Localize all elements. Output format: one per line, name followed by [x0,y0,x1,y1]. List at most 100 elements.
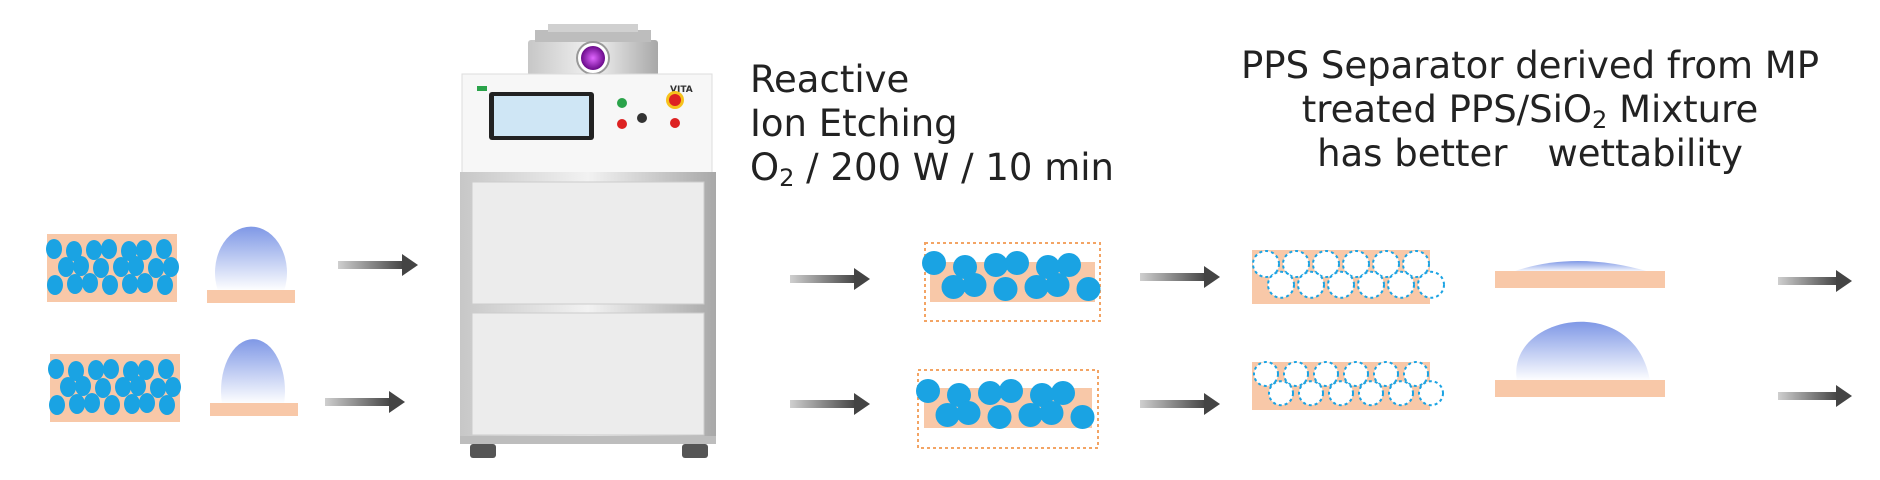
pore-icon [1253,361,1279,387]
result-line-1: PPS Separator derived from MP [1240,44,1820,87]
pore-icon [1387,270,1415,299]
particle-icon [124,394,140,414]
particle-icon [130,376,146,396]
particle-icon [1030,383,1054,407]
particle-icon [68,361,84,381]
substrate-icon [207,290,295,303]
particle-icon [1045,273,1070,297]
particle-icon [984,253,1008,277]
arrow-icon [790,268,870,290]
particle-icon [159,395,175,415]
result-line-3a: has better [1317,132,1508,175]
particle-icon [95,378,111,398]
porous-separator-top [1252,250,1445,304]
particle-icon [73,256,89,276]
particle-icon [953,255,977,279]
pore-icon [1298,380,1324,407]
particle-icon [1036,255,1060,279]
particle-icon [88,360,104,380]
particle-icon [58,257,74,277]
particle-icon [1005,251,1029,275]
particle-icon [922,251,946,275]
droplet-icon [210,339,298,416]
pore-icon [1297,270,1325,299]
particle-icon [103,359,119,379]
particle-icon [987,405,1012,429]
result-caption: PPS Separator derived from MP treated PP… [1170,44,1880,176]
substrate-icon [1495,380,1665,397]
particle-icon [1070,405,1095,429]
particle-icon [956,401,981,425]
pore-icon [1313,361,1339,387]
pore-icon [1373,361,1399,387]
arrow-icon [338,254,418,276]
particle-icon [1024,275,1049,299]
pore-icon [1342,250,1370,278]
pore-icon [1312,250,1340,278]
pore-icon [1417,270,1445,299]
pore-icon [1403,361,1429,387]
result-line-2a: treated PPS/SiO [1301,88,1593,131]
particle-icon [962,273,987,297]
arrow-icon [325,391,405,413]
particle-icon [102,275,118,295]
etched-composite-bottom [916,369,1099,449]
particle-icon [993,277,1018,301]
particle-icon [66,241,82,261]
arrow-icon [1140,266,1220,288]
droplet-icon [1495,321,1665,397]
particle-icon [916,379,940,403]
pore-icon [1358,380,1384,407]
particle-icon [48,359,64,379]
pore-icon [1328,380,1354,407]
particle-icon [67,274,83,294]
particle-icon [148,258,164,278]
arrow-icon [1140,393,1220,415]
particle-icon [156,239,172,259]
particle-icon [935,403,960,427]
pore-icon [1282,250,1310,278]
result-line-2b: Mixture [1607,88,1759,131]
process-line-3: O2 / 200 W / 10 min [750,146,1114,190]
process-line-2: Ion Etching [750,102,958,145]
pore-icon [1283,361,1309,387]
pore-icon [1267,270,1295,299]
particle-icon [1018,403,1043,427]
raw-composite-bottom [48,354,181,422]
particle-icon [1051,381,1075,405]
pore-icon [1252,250,1280,278]
pore-icon [1327,270,1355,299]
particle-icon [75,376,91,396]
particle-icon [137,273,153,293]
particle-icon [121,241,137,261]
pore-icon [1418,380,1444,407]
particle-icon [139,393,155,413]
pore-icon [1388,380,1414,407]
particle-icon [941,275,966,299]
pore-icon [1372,250,1400,278]
particle-icon [1057,253,1081,277]
droplet-icon [1495,261,1665,288]
particle-icon [128,256,144,276]
porous-separator-bottom [1252,361,1444,410]
particle-icon [115,377,131,397]
particle-icon [69,394,85,414]
droplet-icon [207,226,295,303]
particle-icon [122,274,138,294]
process-gas: O [750,146,780,189]
arrow-icon [1778,270,1852,292]
process-caption: Reactive Ion Etching O2 / 200 W / 10 min [750,58,1114,190]
machine-brand: VITA [670,85,693,95]
particle-icon [46,239,62,259]
particle-icon [1076,277,1101,301]
particle-icon [84,393,100,413]
arrow-icon [790,393,870,415]
particle-icon [165,377,181,397]
particle-icon [138,360,154,380]
pore-icon [1357,270,1385,299]
particle-icon [999,379,1023,403]
particle-icon [60,377,76,397]
particle-icon [158,359,174,379]
result-line-2: treated PPS/SiO2 Mixture [1170,88,1880,132]
